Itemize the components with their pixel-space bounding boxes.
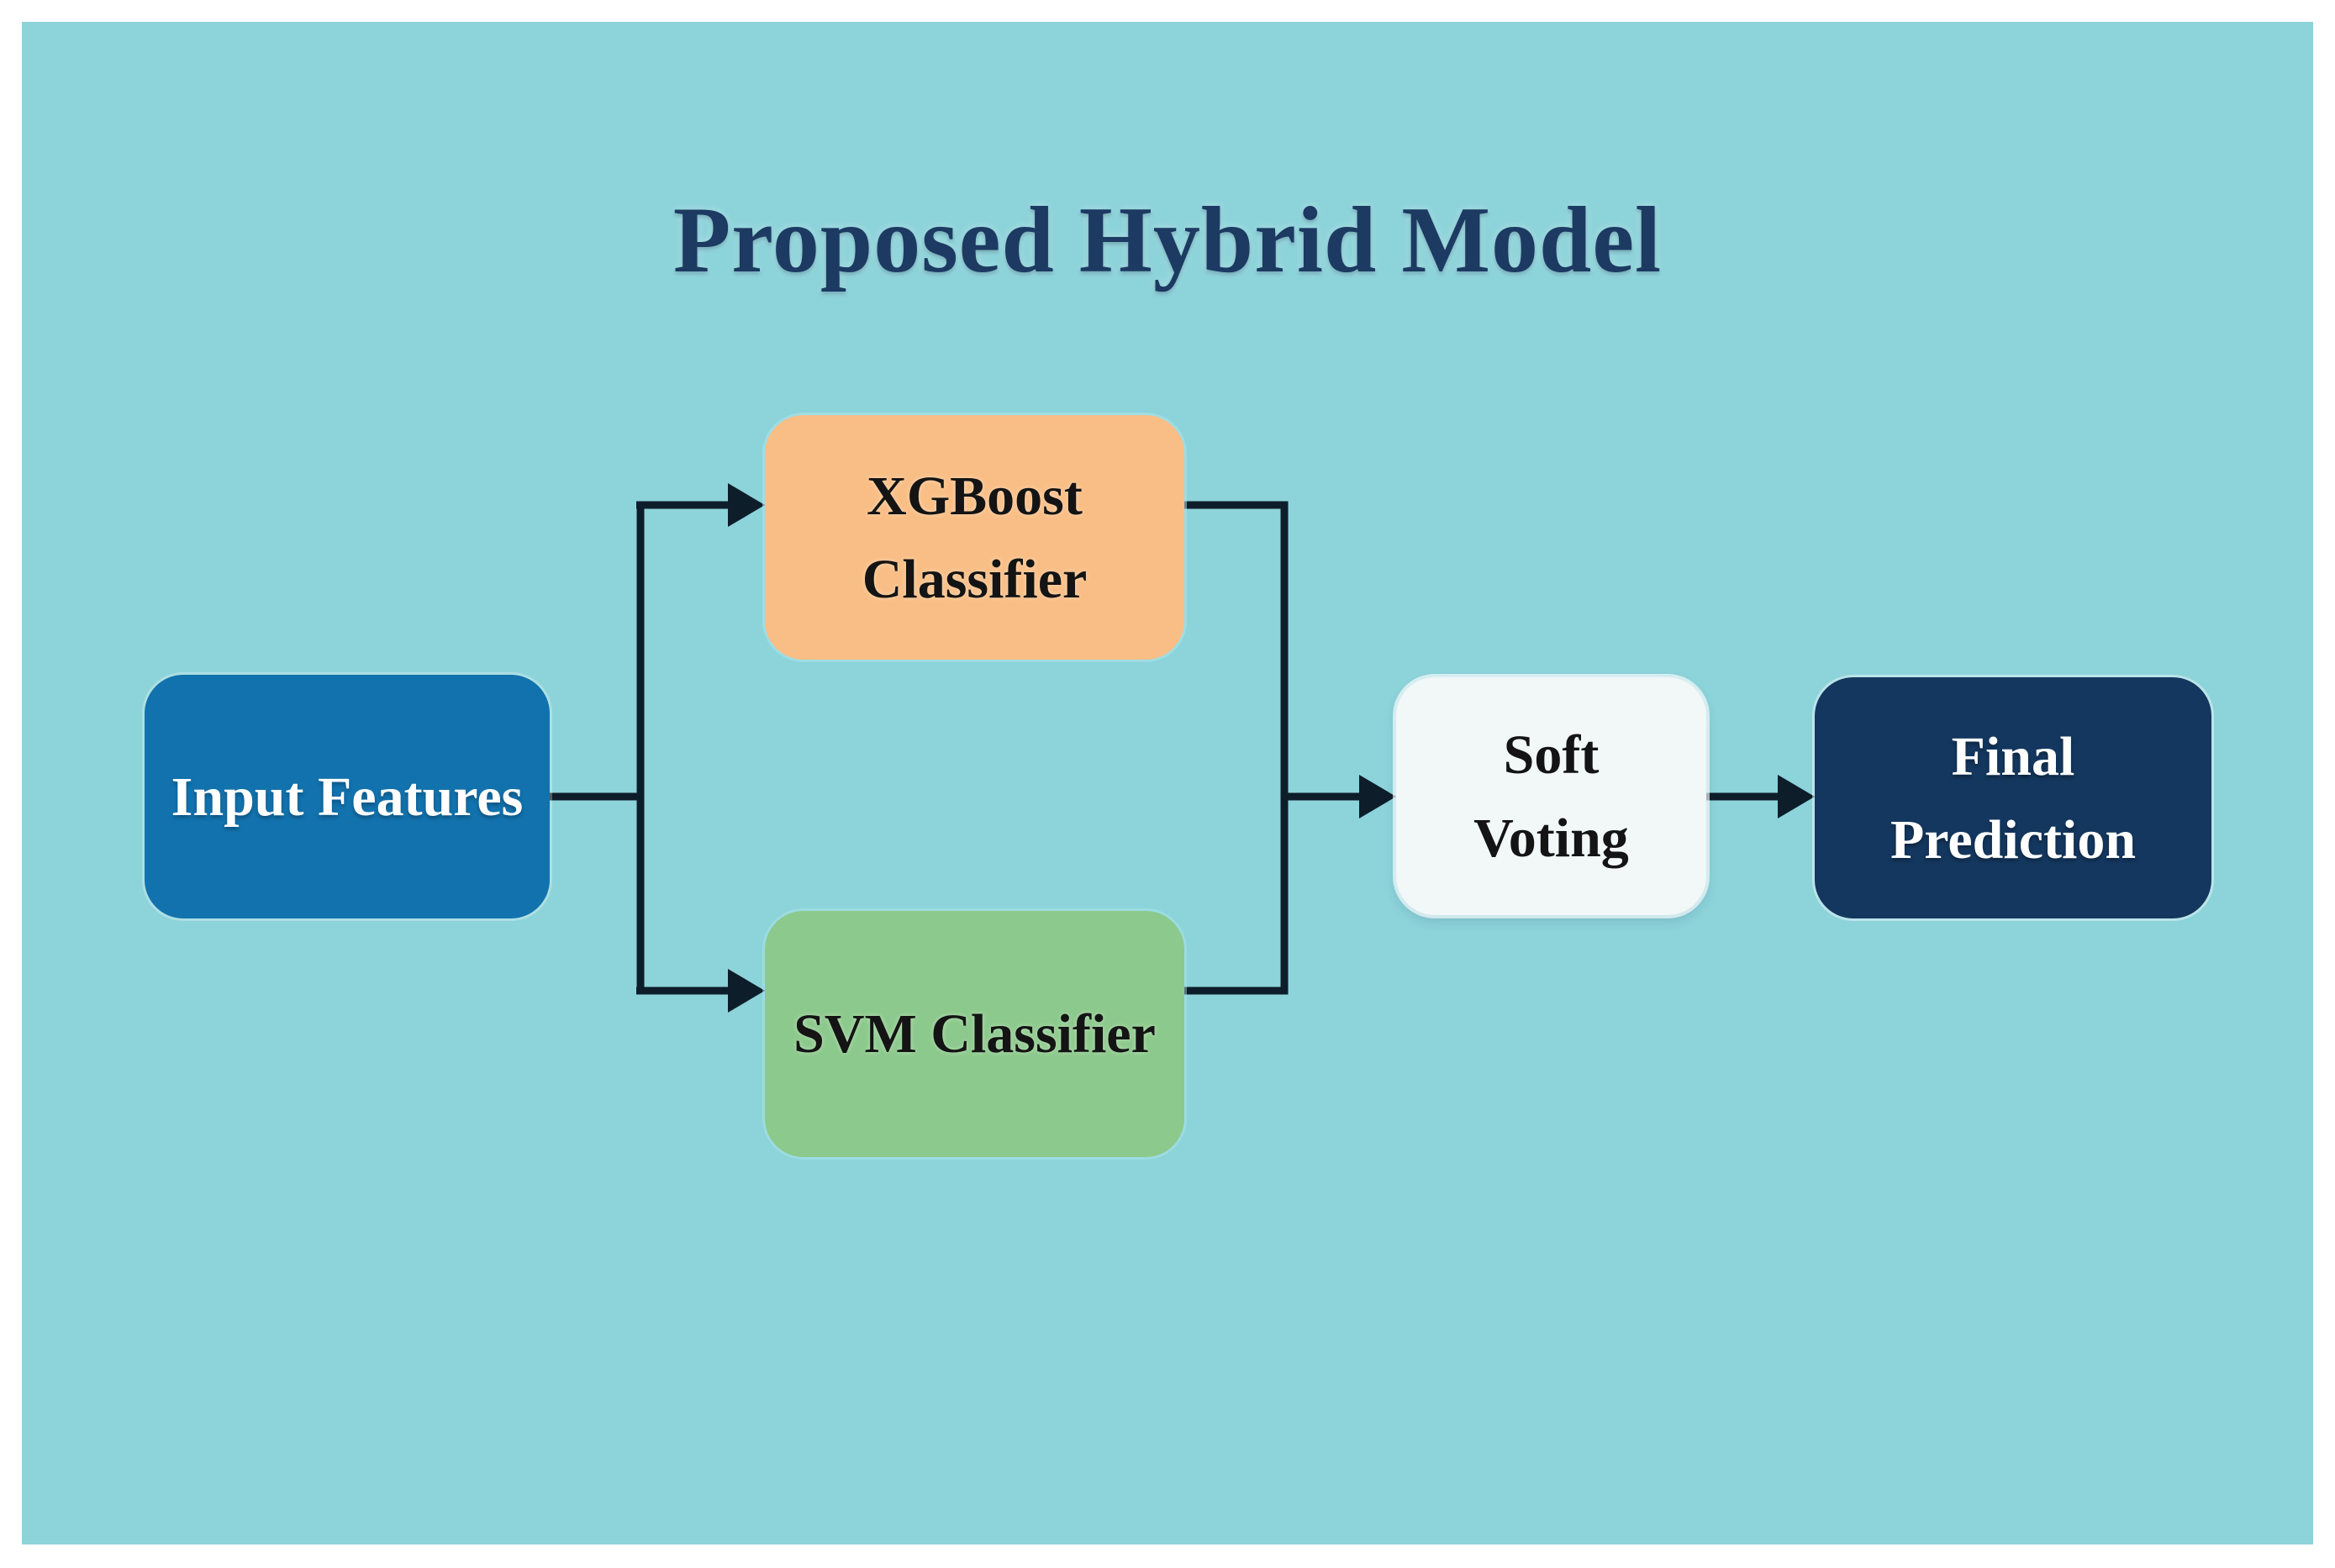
node-input-features-label: Input Features — [171, 766, 524, 828]
node-soft-voting: Soft Voting — [1396, 677, 1706, 915]
diagram-title: Proposed Hybrid Model — [672, 188, 1663, 292]
node-xgboost-classifier: XGBoost Classifier — [765, 415, 1184, 660]
node-soft-voting-label: Soft Voting — [1473, 723, 1629, 869]
arrowhead-xgboost-icon — [728, 483, 765, 527]
arrowhead-svm-icon — [728, 969, 765, 1013]
node-xgboost-classifier-label: XGBoost Classifier — [862, 465, 1088, 610]
node-svm-classifier-label: SVM Classifier — [793, 1003, 1156, 1065]
node-svm-classifier: SVM Classifier — [765, 911, 1184, 1157]
node-input-features: Input Features — [145, 675, 550, 918]
connector-layer — [550, 483, 1815, 1013]
diagram-canvas: Proposed Hybrid Model Input Features XGB… — [22, 22, 2313, 1544]
edge-merge-vertical — [1184, 501, 1289, 995]
arrowhead-voting-icon — [1359, 775, 1396, 818]
arrowhead-final-icon — [1778, 775, 1815, 818]
node-final-prediction: Final Prediction — [1815, 677, 2211, 918]
node-final-prediction-label: Final Prediction — [1890, 725, 2137, 871]
